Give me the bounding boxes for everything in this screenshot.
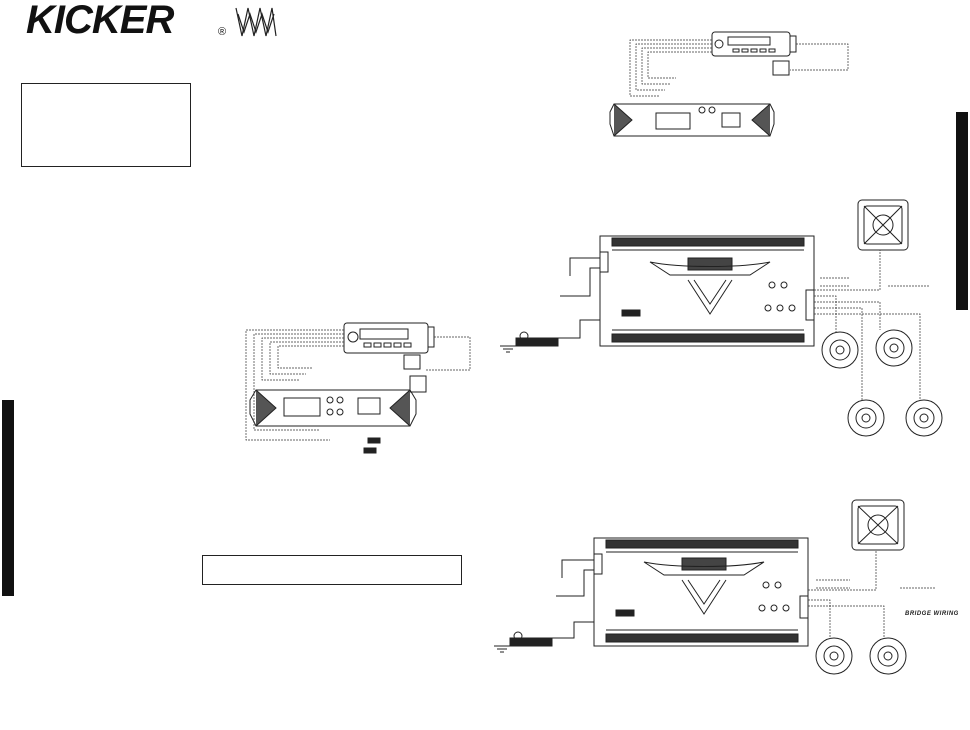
power-wiring-upper — [500, 257, 600, 353]
info-box — [21, 83, 191, 167]
head-unit-top — [711, 31, 797, 76]
logo-wordmark: KICKER — [26, 0, 174, 42]
compact-amp-mid — [249, 389, 417, 454]
bridge-wiring-label: BRIDGE WIRING — [905, 611, 959, 617]
registered-mark: ® — [218, 26, 227, 38]
big-amp-lower — [593, 537, 809, 647]
caption-box — [202, 555, 462, 585]
speaker-wires-upper — [814, 250, 930, 400]
side-tab-right — [956, 112, 968, 310]
sub-speaker-upper — [857, 199, 909, 251]
power-wiring-lower — [494, 559, 594, 653]
side-tab-left — [2, 400, 14, 596]
speakers-lower — [815, 637, 907, 675]
head-unit-mid — [343, 322, 435, 393]
wires-mid — [245, 329, 471, 441]
wires-top — [629, 39, 849, 97]
big-amp-upper — [599, 235, 815, 347]
speakers-upper — [821, 329, 943, 437]
sub-speaker-lower — [851, 499, 905, 551]
compact-amp-top — [609, 103, 775, 137]
speaker-wires-lower — [808, 550, 936, 638]
